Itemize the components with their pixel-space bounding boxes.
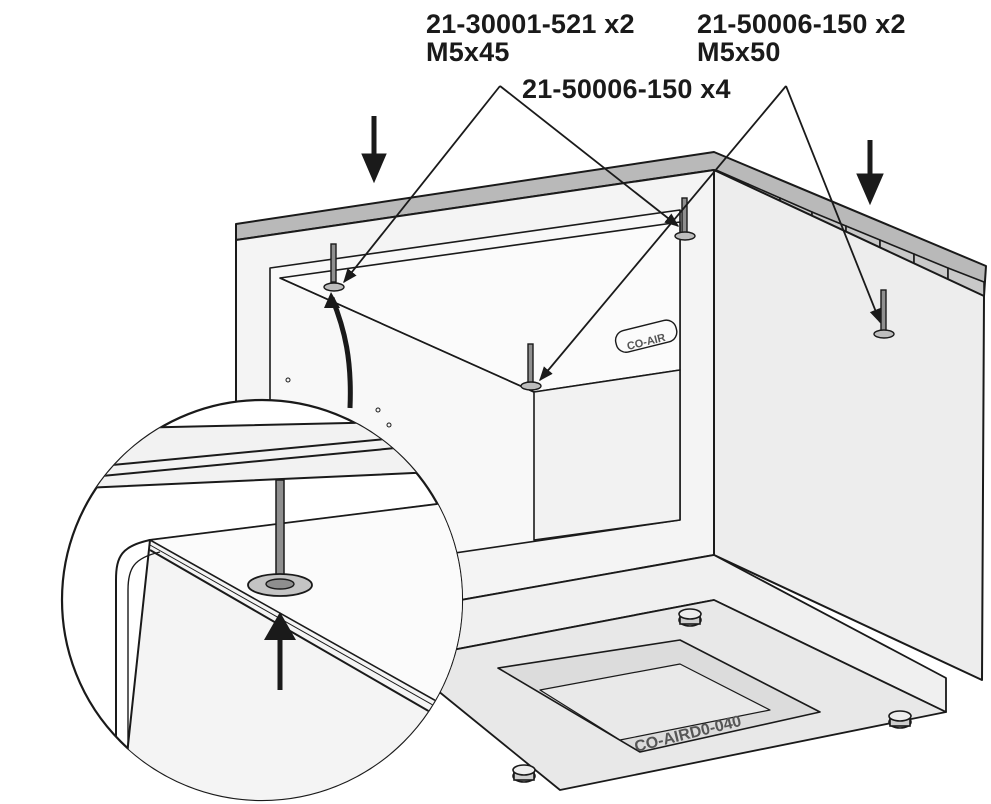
bolt-icon bbox=[674, 197, 696, 241]
callout-part-washer: 21-50006-150 x4 bbox=[522, 75, 731, 103]
detail-pointer bbox=[329, 297, 353, 409]
right-face bbox=[713, 169, 985, 681]
bolt-icon bbox=[275, 479, 285, 581]
callout-part-m5x45: 21-30001-521 x2 M5x45 bbox=[426, 10, 635, 66]
washer-icon bbox=[323, 282, 345, 292]
bolt-size: M5x45 bbox=[426, 37, 510, 67]
washer-icon bbox=[873, 329, 895, 339]
part-number: 21-50006-150 x2 bbox=[697, 9, 906, 39]
detail-magnifier-circle bbox=[60, 398, 464, 802]
feet bbox=[512, 608, 912, 783]
housing bbox=[235, 151, 987, 791]
arrow-up-icon bbox=[264, 612, 296, 690]
washer-icon bbox=[520, 381, 542, 391]
bolt-icon bbox=[873, 289, 895, 339]
arrow-down-icon bbox=[361, 116, 387, 184]
bolts bbox=[323, 197, 895, 391]
callout-part-m5x50: 21-50006-150 x2 M5x50 bbox=[697, 10, 906, 66]
bolt-icon bbox=[520, 343, 542, 391]
inner-box-front bbox=[533, 369, 681, 541]
arrow-down-icon bbox=[856, 140, 884, 206]
bolt-size: M5x50 bbox=[697, 37, 781, 67]
part-number: 21-30001-521 x2 bbox=[426, 9, 635, 39]
bolt-icon bbox=[323, 243, 345, 292]
washer-icon bbox=[674, 231, 696, 241]
part-number: 21-50006-150 x4 bbox=[522, 74, 731, 104]
leader-lines bbox=[343, 85, 881, 382]
